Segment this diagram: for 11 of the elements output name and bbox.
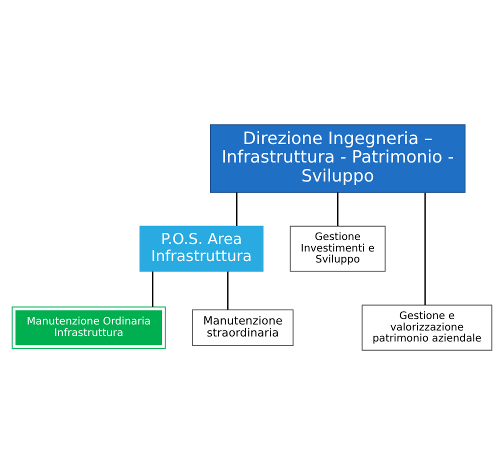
node-box: Manutenzione Ordinaria Infrastruttura [12, 306, 166, 348]
connector [424, 192, 426, 305]
node-box: Direzione Ingegneria – Infrastruttura - Patrimonio - Sviluppo [210, 124, 466, 192]
connector [236, 192, 238, 226]
node-box: P.O.S. Area Infrastruttura [140, 225, 264, 272]
connector [337, 192, 338, 226]
node-box: Gestione Investimenti e Sviluppo [290, 225, 386, 272]
connector [152, 271, 154, 306]
node-box: Manutenzione straordinaria [192, 308, 294, 346]
node-box: Gestione e valorizzazione patrimonio aziendale [362, 304, 492, 350]
connector [227, 271, 229, 310]
